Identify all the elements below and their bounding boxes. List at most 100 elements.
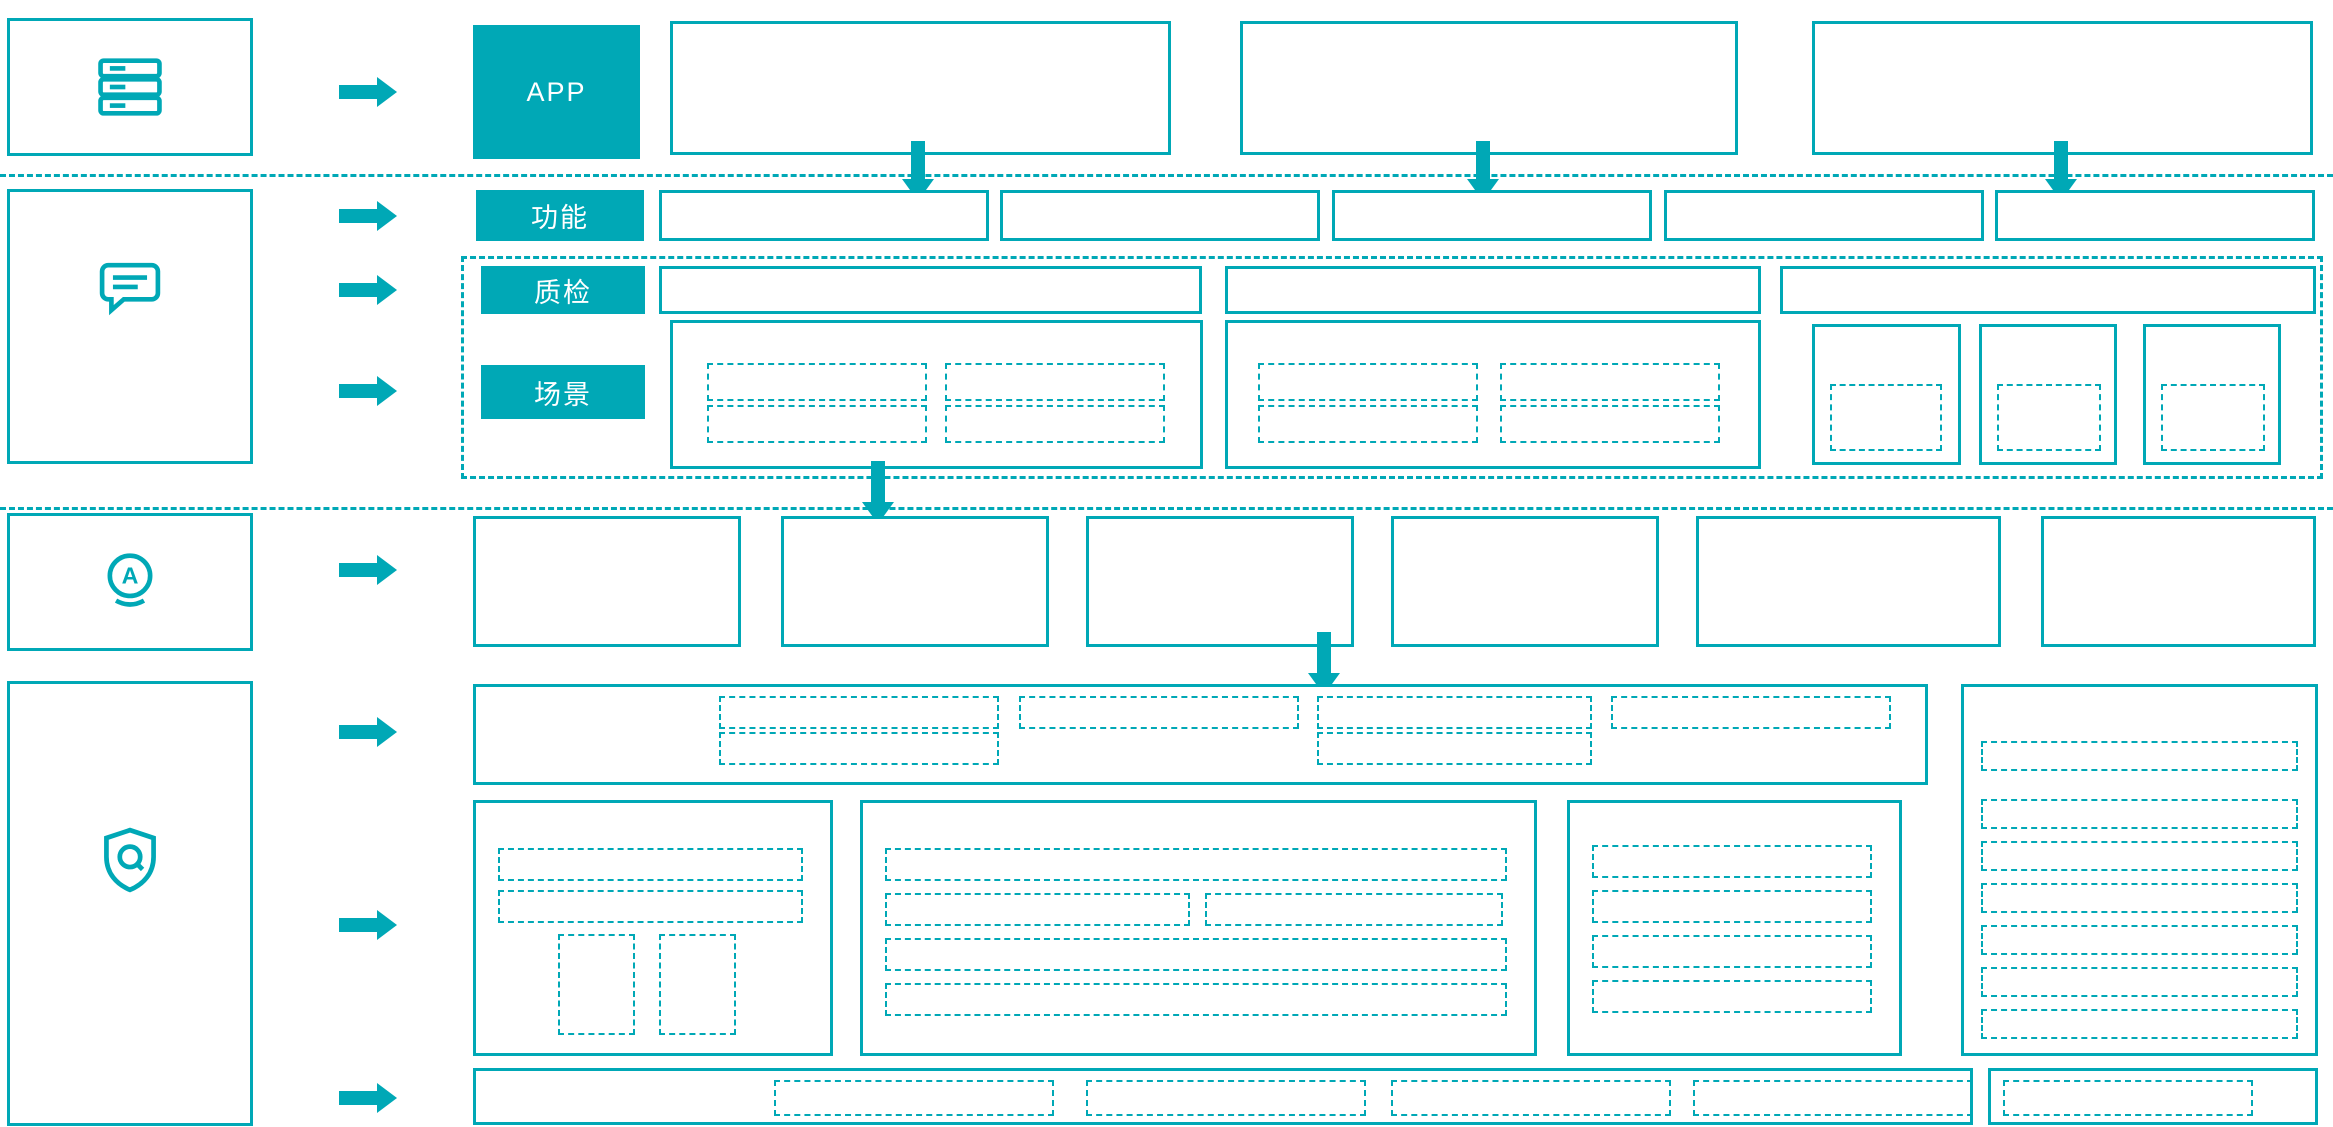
quality-node-2 [1225, 266, 1761, 314]
detail-slot [885, 983, 1507, 1016]
flow-arrow-right-6 [339, 717, 397, 747]
scene-group-1 [670, 320, 1203, 469]
detail-box-right [1567, 800, 1902, 1056]
ai-node-3 [1086, 516, 1354, 647]
footer-slot [1086, 1080, 1366, 1116]
side-list-box [1961, 684, 2318, 1056]
function-layer-label: 功能 [476, 190, 644, 241]
scene-card-2 [1979, 324, 2117, 465]
detail-slot [1205, 893, 1503, 926]
pipeline-box [473, 684, 1928, 785]
side-list-slot [1981, 925, 2298, 955]
footer-slot [1391, 1080, 1671, 1116]
detail-slot [498, 848, 803, 881]
footer-slot [1693, 1080, 1973, 1116]
scene-layer-label-text: 场景 [534, 379, 592, 410]
ai-node-2 [781, 516, 1049, 647]
pipeline-slot [719, 696, 999, 729]
app-node-2 [1240, 21, 1738, 155]
scene-layer-label: 场景 [481, 365, 645, 419]
app-node-1 [670, 21, 1171, 155]
panel-data-source [7, 18, 253, 156]
ai-node-4 [1391, 516, 1659, 647]
quality-node-1 [659, 266, 1202, 314]
detail-box-center [860, 800, 1537, 1056]
scene-card-1 [1812, 324, 1961, 465]
footer-box-1 [473, 1068, 1973, 1125]
side-list-slot [1981, 1009, 2298, 1039]
ai-node-6 [2041, 516, 2316, 647]
function-node-3 [1332, 190, 1652, 241]
detail-mini-slot [558, 934, 635, 1035]
detail-slot [1592, 890, 1872, 923]
detail-slot [1592, 980, 1872, 1013]
flow-arrow-right-3 [339, 275, 397, 305]
flow-arrow-right-5 [339, 555, 397, 585]
scene-slot [707, 405, 927, 443]
quality-shield-icon [10, 824, 250, 896]
quality-scene-region [461, 256, 2323, 479]
function-layer-label-text: 功能 [531, 203, 589, 233]
flow-arrow-right-8 [339, 1083, 397, 1113]
pipeline-slot [1019, 696, 1299, 729]
function-node-4 [1664, 190, 1984, 241]
scene-slot [1258, 363, 1478, 401]
scene-slot [945, 363, 1165, 401]
flow-arrow-down-4 [862, 461, 894, 524]
detail-box-left [473, 800, 833, 1056]
scene-card-slot [1997, 384, 2101, 451]
detail-mini-slot [659, 934, 736, 1035]
pipeline-slot [1317, 732, 1592, 765]
side-list-slot [1981, 741, 2298, 771]
quality-layer-label: 质检 [481, 266, 645, 314]
ai-node-5 [1696, 516, 2001, 647]
pipeline-slot [719, 732, 999, 765]
scene-slot [707, 363, 927, 401]
quality-layer-label-text: 质检 [534, 277, 592, 308]
footer-slot [774, 1080, 1054, 1116]
scene-slot [1500, 363, 1720, 401]
app-node-3 [1812, 21, 2313, 155]
scene-card-3 [2143, 324, 2281, 465]
function-node-1 [659, 190, 989, 241]
svg-text:A: A [122, 563, 139, 589]
function-node-2 [1000, 190, 1320, 241]
layer-divider-2 [0, 507, 2333, 510]
detail-slot [885, 938, 1507, 971]
pipeline-slot [1317, 696, 1592, 729]
function-node-5 [1995, 190, 2315, 241]
app-layer-label-text: APP [526, 76, 587, 107]
scene-group-2 [1225, 320, 1761, 469]
panel-quality-system [7, 681, 253, 1126]
chat-bubble-icon [10, 254, 250, 326]
panel-ai-agent: A [7, 513, 253, 651]
detail-slot [885, 893, 1190, 926]
detail-slot [498, 890, 803, 923]
side-list-slot [1981, 841, 2298, 871]
app-layer-label: APP [473, 25, 640, 159]
scene-card-slot [2161, 384, 2265, 451]
side-list-slot [1981, 883, 2298, 913]
detail-slot [885, 848, 1507, 881]
flow-arrow-right-2 [339, 201, 397, 231]
layer-divider-1 [0, 174, 2333, 177]
detail-slot [1592, 935, 1872, 968]
side-list-slot [1981, 799, 2298, 829]
footer-slot [2003, 1080, 2253, 1116]
server-stack-icon [10, 21, 250, 153]
detail-slot [1592, 845, 1872, 878]
flow-arrow-right-7 [339, 910, 397, 940]
scene-card-slot [1830, 384, 1942, 451]
ai-node-1 [473, 516, 741, 647]
pipeline-slot [1611, 696, 1891, 729]
footer-box-2 [1988, 1068, 2318, 1125]
ai-assistant-icon: A [10, 516, 250, 648]
scene-slot [1500, 405, 1720, 443]
scene-slot [945, 405, 1165, 443]
side-list-slot [1981, 967, 2298, 997]
scene-slot [1258, 405, 1478, 443]
panel-dialog-engine [7, 189, 253, 464]
quality-node-3 [1780, 266, 2316, 314]
flow-arrow-right-4 [339, 376, 397, 406]
